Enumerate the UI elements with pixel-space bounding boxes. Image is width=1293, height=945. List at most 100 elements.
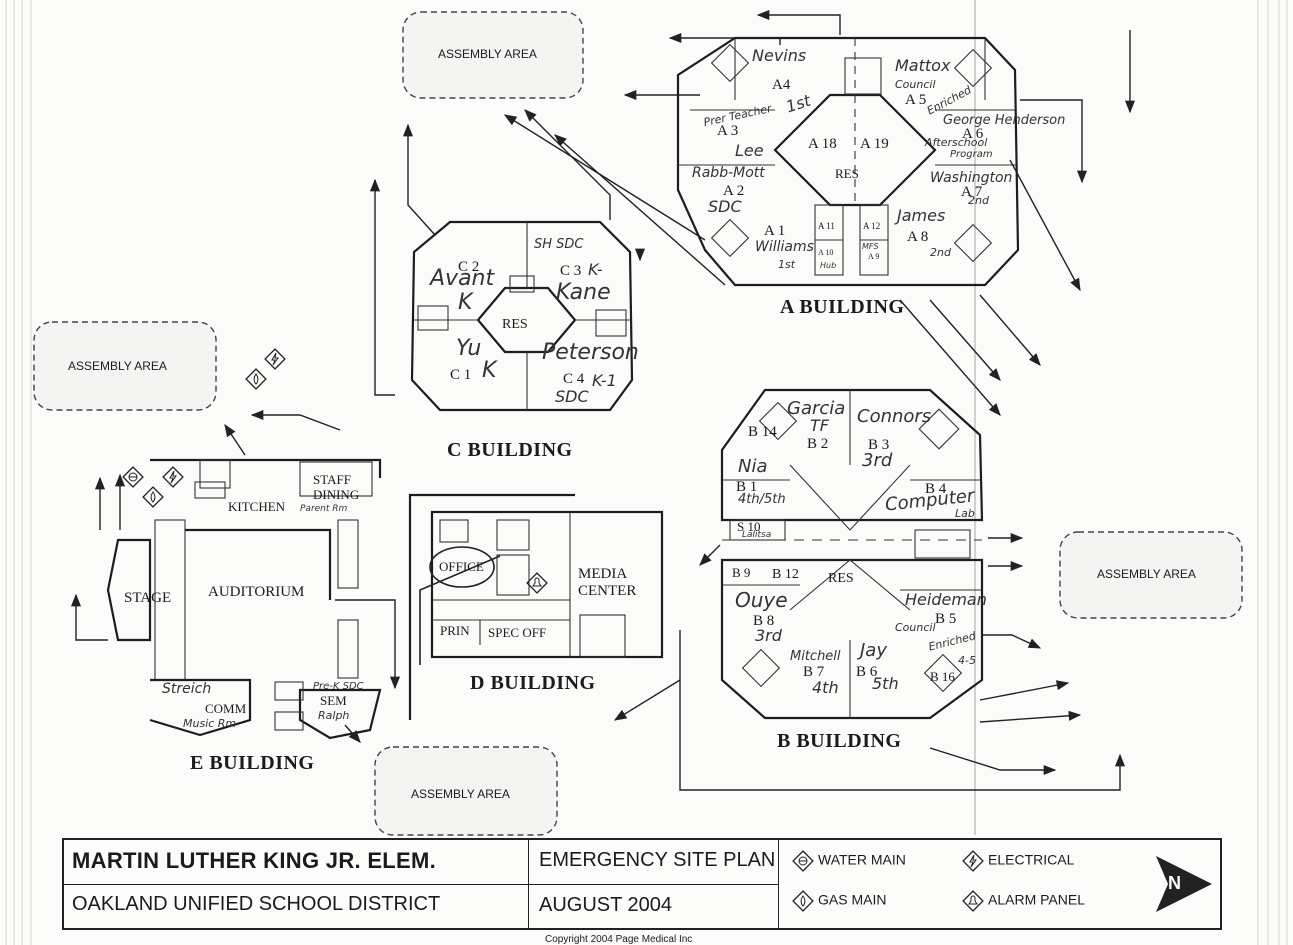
room-name: OFFICE <box>439 559 484 574</box>
room-number: RES <box>828 571 854 586</box>
assembly-area-label: ASSEMBLY AREA <box>68 359 167 373</box>
handwritten-note: 4-5 <box>958 654 976 667</box>
assembly-area-label: ASSEMBLY AREA <box>1097 567 1196 581</box>
e-building-drawing <box>106 458 382 740</box>
handwritten-note: 4th/5th <box>738 492 786 507</box>
room-number: C 4 <box>563 371 585 387</box>
handwritten-note: Avant <box>430 266 495 291</box>
room-number: C 1 <box>450 367 472 383</box>
d-building-drawing <box>408 493 664 720</box>
handwritten-note: Afterschool <box>925 136 988 149</box>
gas-main-icon <box>142 486 164 508</box>
handwritten-note: Council <box>895 621 936 634</box>
room-number: A 19 <box>860 136 889 152</box>
handwritten-note: Parent Rm <box>300 504 348 514</box>
handwritten-note: Mitchell <box>790 649 841 664</box>
room-name: PRIN <box>440 623 470 638</box>
handwritten-note: Streich <box>162 681 212 697</box>
room-number: C 2 <box>458 259 480 275</box>
handwritten-note: SDC <box>555 387 589 406</box>
room-number: A 5 <box>905 92 927 108</box>
b-building-drawing <box>720 388 984 720</box>
legend: WATER MAIN ELECTRICAL GAS MAIN ALARM PAN… <box>792 846 1152 926</box>
room-number: A 9 <box>868 252 880 261</box>
alarm-panel-icon <box>526 572 548 594</box>
assembly-area-west <box>33 321 217 411</box>
assembly-area-label: ASSEMBLY AREA <box>438 47 537 61</box>
north-label: N <box>1168 873 1181 893</box>
handwritten-note: Music Rm <box>183 717 237 730</box>
room-name: MEDIA CENTER <box>578 566 637 600</box>
room-number: A 7 <box>961 184 983 200</box>
room-number: B 14 <box>748 424 777 440</box>
handwritten-note: James <box>897 206 946 225</box>
electrical-icon <box>162 466 184 488</box>
room-number: S 10 <box>737 519 761 534</box>
handwritten-note: Pre-K SDC <box>313 681 364 692</box>
room-number: A 2 <box>723 183 745 199</box>
handwritten-note: TF <box>810 416 829 435</box>
handwritten-note: Mattox <box>895 56 951 75</box>
assembly-area-east <box>1059 531 1243 619</box>
building-name: E BUILDING <box>190 752 315 774</box>
handwritten-note: Heideman <box>905 590 987 609</box>
legend-label: ALARM PANEL <box>988 891 1085 908</box>
handwritten-note: Lee <box>735 141 764 160</box>
scan-streaks <box>5 0 1288 945</box>
handwritten-note: K-1 <box>592 371 617 390</box>
handwritten-note: Rabb-Mott <box>692 165 765 181</box>
north-arrow-icon <box>1156 856 1212 912</box>
handwritten-note: Nia <box>738 456 768 477</box>
room-name: STAGE <box>124 590 172 606</box>
handwritten-note: Council <box>895 78 936 91</box>
gas-main-icon <box>792 890 814 912</box>
room-number: A 6 <box>962 126 984 142</box>
handwritten-note: K- <box>588 260 603 279</box>
legend-label: GAS MAIN <box>818 891 887 908</box>
handwritten-note: Nevins <box>752 46 807 65</box>
room-name: SPEC OFF <box>488 625 547 640</box>
room-name: KITCHEN <box>228 499 286 514</box>
handwritten-note: SDC <box>708 197 742 216</box>
building-name: A BUILDING <box>780 296 905 318</box>
north-arrow: N <box>1152 846 1216 922</box>
handwritten-note: Garcia <box>787 398 846 419</box>
legend-item: ELECTRICAL <box>962 850 1074 872</box>
handwritten-note: Ouye <box>735 588 788 612</box>
handwritten-note: Hub <box>820 261 837 270</box>
room-number: A 11 <box>818 221 835 231</box>
plan-date: AUGUST 2004 <box>539 894 673 916</box>
handwritten-note: 3rd <box>755 626 782 645</box>
a-building-drawing <box>676 36 1020 287</box>
legend-item: ALARM PANEL <box>962 890 1085 912</box>
room-number: B 9 <box>732 565 751 580</box>
handwritten-note: Kane <box>556 280 611 305</box>
room-number: B 4 <box>925 481 947 497</box>
title-block: MARTIN LUTHER KING JR. ELEM. OAKLAND UNI… <box>62 838 1222 930</box>
handwritten-note: 4th <box>812 678 839 697</box>
room-number: B 8 <box>753 613 775 629</box>
room-number: A 3 <box>717 123 739 139</box>
room-name: AUDITORIUM <box>208 584 305 600</box>
handwritten-note: Program <box>950 149 993 160</box>
room-number: B 16 <box>930 669 955 684</box>
school-name: MARTIN LUTHER KING JR. ELEM. <box>72 848 437 873</box>
assembly-area-south <box>374 746 558 836</box>
room-number: A 10 <box>818 248 834 257</box>
building-name: D BUILDING <box>470 672 596 694</box>
handwritten-note: Yu <box>456 336 482 361</box>
room-number: B 5 <box>935 611 957 627</box>
handwritten-note: 2nd <box>968 194 989 207</box>
room-number: RES <box>835 166 859 181</box>
room-number: A 8 <box>907 229 929 245</box>
plan-title: EMERGENCY SITE PLAN <box>539 849 776 871</box>
handwritten-note: 5th <box>872 674 899 693</box>
electrical-icon <box>962 850 984 872</box>
district-name: OAKLAND UNIFIED SCHOOL DISTRICT <box>72 893 441 915</box>
room-number: A 12 <box>863 221 881 231</box>
legend-label: ELECTRICAL <box>988 851 1075 868</box>
room-number: B 2 <box>807 436 829 452</box>
handwritten-note: Washington <box>930 170 1013 186</box>
c-building-drawing <box>410 220 634 412</box>
